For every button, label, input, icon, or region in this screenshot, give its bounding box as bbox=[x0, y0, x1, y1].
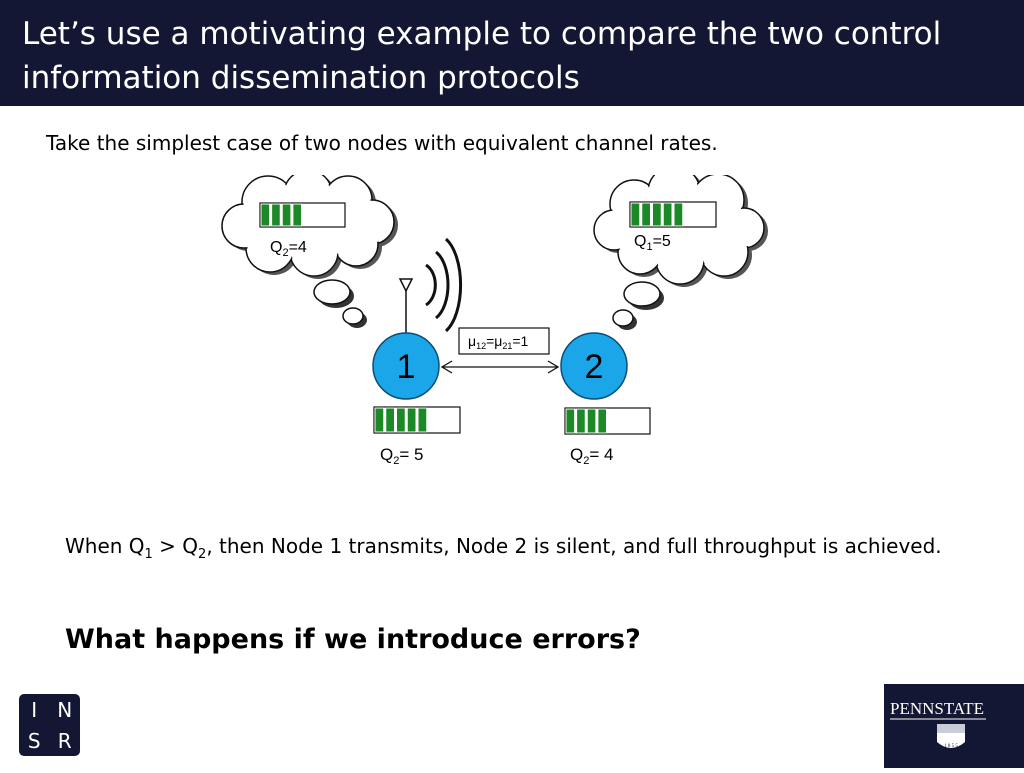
node-1-queue-label: Q2= 5 bbox=[380, 445, 423, 467]
insr-logo: I N S R bbox=[19, 694, 80, 756]
queue-packet bbox=[576, 408, 586, 434]
intro-text: Take the simplest case of two nodes with… bbox=[46, 131, 718, 155]
queue-packet bbox=[374, 407, 385, 433]
throughput-statement: When Q1 > Q2, then Node 1 transmits, Nod… bbox=[65, 534, 942, 562]
cloud-left-label: Q2=4 bbox=[270, 239, 307, 259]
node-2-queue bbox=[564, 407, 651, 435]
thought-cloud-left bbox=[221, 175, 398, 328]
link-arrow bbox=[440, 360, 560, 374]
insr-logo-letter: S bbox=[27, 728, 41, 753]
node-1-label: 1 bbox=[397, 348, 416, 386]
title-bar: Let’s use a motivating example to compar… bbox=[0, 0, 1024, 106]
antenna-icon bbox=[398, 278, 414, 337]
node-1-queue bbox=[373, 406, 461, 434]
queue-packet bbox=[586, 408, 597, 434]
insr-logo-letter: I bbox=[31, 697, 38, 722]
queue-packet bbox=[417, 407, 428, 433]
cloud-right-queue bbox=[629, 201, 717, 228]
slide-title-line2: information dissemination protocols bbox=[22, 60, 580, 96]
insr-logo-letter: N bbox=[57, 697, 73, 722]
cloud-right-label: Q1=5 bbox=[634, 233, 671, 253]
cloud-left-queue bbox=[259, 202, 346, 228]
pennstate-year: 1 8 5 5 bbox=[944, 744, 958, 749]
queue-packet bbox=[652, 202, 662, 227]
node-2: 2 bbox=[560, 332, 628, 400]
queue-packet bbox=[630, 202, 641, 227]
queue-packet bbox=[260, 203, 271, 227]
network-diagram: Q2=4 Q1=5 bbox=[221, 175, 768, 467]
question-text: What happens if we introduce errors? bbox=[65, 624, 641, 655]
slide-title-line1: Let’s use a motivating example to compar… bbox=[22, 16, 942, 52]
queue-packet bbox=[396, 407, 406, 433]
node-2-label: 2 bbox=[585, 348, 604, 386]
link-rate-box bbox=[458, 327, 550, 355]
thought-cloud-right bbox=[593, 175, 768, 330]
queue-packet bbox=[673, 202, 684, 227]
insr-logo-letter: R bbox=[57, 728, 72, 753]
queue-packet bbox=[565, 408, 576, 434]
node-2-queue-label: Q2= 4 bbox=[570, 445, 613, 467]
pennstate-wordmark: PENNSTATE bbox=[890, 699, 984, 718]
pennstate-logo-mark: PENNSTATE 1 8 5 5 bbox=[890, 699, 986, 749]
queue-packet bbox=[292, 203, 302, 227]
link-rate-label: μ12=μ21=1 bbox=[468, 333, 529, 351]
radio-waves-icon bbox=[425, 237, 463, 333]
pennstate-shield-icon: 1 8 5 5 bbox=[937, 724, 965, 749]
node-1: 1 bbox=[372, 332, 440, 400]
queue-packet bbox=[281, 203, 292, 227]
queue-packet bbox=[271, 203, 281, 227]
queue-packet bbox=[406, 407, 417, 433]
queue-packet bbox=[385, 407, 395, 433]
slide-title: Let’s use a motivating example to compar… bbox=[22, 12, 982, 100]
queue-packet bbox=[597, 408, 607, 434]
pennstate-logo: PENNSTATE 1 8 5 5 bbox=[884, 684, 1024, 768]
queue-packet bbox=[662, 202, 673, 227]
queue-packet bbox=[641, 202, 651, 227]
